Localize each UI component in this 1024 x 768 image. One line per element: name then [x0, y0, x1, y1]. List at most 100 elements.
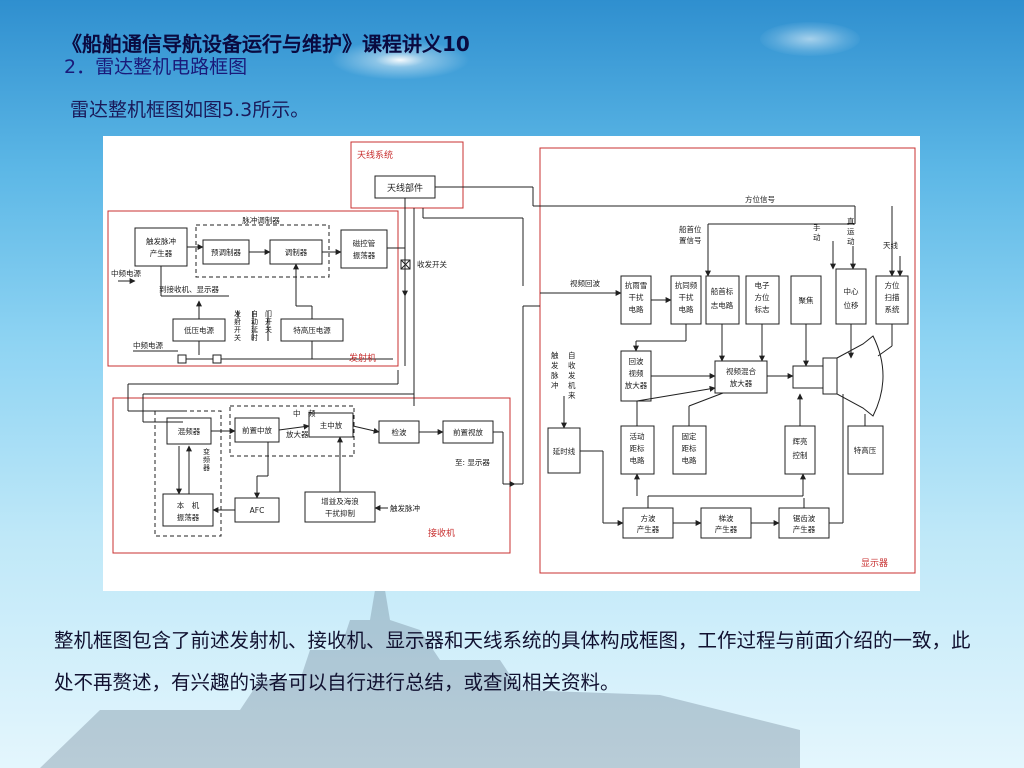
stc-label-2: 干扰抑制 — [325, 508, 355, 518]
magnetron-label-2: 振荡器 — [353, 250, 376, 260]
transmitter-title: 发射机 — [349, 352, 376, 364]
auto-true-label-2: 运 — [847, 227, 855, 236]
trigger-pulse-label-2: 发 — [551, 360, 559, 370]
eht-label: 特高压 — [854, 445, 877, 455]
same-freq-label-2: 干扰 — [679, 292, 694, 302]
to-display-label: 至: 显示器 — [455, 458, 490, 467]
if-amp-label-2: 放大器 — [286, 429, 309, 439]
from-receiver-label-3: 发 — [568, 370, 576, 380]
from-receiver-label-1: 自 — [568, 350, 576, 360]
video-mixer-label-1: 视频混合 — [726, 366, 756, 376]
trigger-gen-label-2: 产生器 — [150, 248, 173, 258]
receiver-group-frame — [154, 410, 222, 537]
from-receiver-label-5: 来 — [568, 391, 576, 400]
section-heading: 2．雷达整机电路框图 — [64, 56, 248, 78]
video-echo-label: 视频回波 — [570, 278, 600, 288]
manual-label-1: 手 — [813, 222, 821, 232]
echo-video-amp-label-1: 回波 — [629, 356, 644, 366]
same-freq-label-3: 电路 — [679, 304, 694, 314]
if-supply-label-1: 中频电源 — [111, 268, 141, 278]
receiver-trigger-label: 触发脉冲 — [390, 503, 420, 513]
trigger-pulse-label-1: 触 — [551, 350, 559, 360]
display-frame — [539, 147, 916, 574]
bearing-scan-label-2: 扫描 — [885, 292, 900, 302]
receiver-frame — [112, 397, 511, 554]
crt-bell — [836, 335, 884, 417]
manual-label-2: 动 — [813, 232, 821, 242]
brightening-label-2: 控制 — [793, 450, 808, 460]
to-receiver-display-label: 到接收机、显示器 — [159, 284, 219, 294]
video-mixer-box — [714, 360, 768, 394]
lens-glow-decoration — [760, 22, 860, 56]
transmitter-frame — [107, 210, 399, 367]
mixer-tag-2: 频 — [203, 455, 210, 464]
mixer-tag-1: 变 — [203, 447, 210, 456]
tr-switch-box — [400, 259, 411, 270]
fixed-range-label-1: 固定 — [682, 431, 697, 441]
trigger-gen-box — [134, 227, 188, 267]
square-wave-label-2: 产生器 — [637, 524, 660, 534]
echo-video-amp-label-2: 视频 — [629, 368, 644, 378]
echo-video-amp-label-3: 放大器 — [625, 380, 648, 390]
var-range-label-3: 电路 — [630, 455, 645, 465]
heading-mark-label-1: 船首标 — [711, 286, 734, 296]
intro-text: 雷达整机框图如图5.3所示。 — [70, 99, 310, 121]
rain-label-3: 电路 — [629, 304, 644, 314]
bearing-scan-label-3: 系统 — [885, 304, 900, 314]
preamp-label: 前置中放 — [242, 425, 272, 435]
body-paragraph: 整机框图包含了前述发射机、接收机、显示器和天线系统的具体构成框图，工作过程与前面… — [54, 629, 971, 694]
video-mixer-label-2: 放大器 — [730, 378, 753, 388]
magnetron-box — [340, 229, 388, 269]
fixed-range-label-3: 电路 — [682, 455, 697, 465]
mixer-label: 混频器 — [178, 426, 201, 436]
heading-signal-label-1: 船首位 — [679, 224, 702, 234]
receiver-title: 接收机 — [428, 527, 455, 539]
antenna-system-title: 天线系统 — [357, 149, 393, 161]
rain-label-1: 抗雨雪 — [625, 280, 648, 290]
center-pos-box — [835, 268, 867, 325]
square-wave-label-1: 方波 — [641, 513, 656, 523]
var-range-label-1: 活动 — [630, 431, 645, 441]
slide-title: 《船舶通信导航设备运行与维护》课程讲义10 — [62, 32, 470, 56]
switch-door-label-1: 门 — [265, 309, 272, 318]
lv-supply-label: 低压电源 — [184, 325, 214, 335]
trigger-gen-label-1: 触发脉冲 — [146, 236, 176, 246]
modulator-group-label: 脉冲调制器 — [242, 215, 280, 225]
video-pre-label: 前置视放 — [453, 427, 483, 437]
hv-supply-label: 特高压电源 — [293, 325, 331, 335]
switch-auto-label-2: 动 — [251, 317, 258, 326]
premod-label: 预调制器 — [211, 247, 241, 257]
bearing-scan-label-1: 方位 — [885, 280, 900, 290]
switch-auto-label-4: 时 — [251, 333, 258, 342]
switch-transmit-label: 发 — [234, 309, 241, 318]
sawtooth-label-2: 产生器 — [793, 524, 816, 534]
center-pos-label-2: 位移 — [844, 300, 859, 310]
stc-label-1: 增益及海浪 — [321, 496, 359, 506]
from-receiver-label-2: 收 — [568, 360, 576, 370]
e-bearing-label-1: 电子 — [755, 280, 770, 290]
heading-signal-label-2: 置信号 — [679, 235, 702, 245]
antenna-part-label: 天线部件 — [387, 182, 423, 194]
e-bearing-label-3: 标志 — [755, 304, 770, 314]
same-freq-label-1: 抗同频 — [675, 280, 698, 290]
trigger-pulse-label-4: 冲 — [551, 380, 559, 390]
magnetron-label-1: 磁控管 — [353, 238, 376, 248]
tr-switch-label: 收发开关 — [417, 259, 447, 269]
local-osc-label-2: 振荡器 — [177, 512, 200, 522]
main-if-label: 主中放 — [320, 420, 343, 430]
auto-true-label-1: 真 — [847, 216, 855, 226]
e-bearing-label-2: 方位 — [755, 292, 770, 302]
antenna-system-frame — [350, 141, 464, 209]
delay-line-label: 延时线 — [553, 446, 576, 456]
switch-door-label-3: 关 — [265, 325, 272, 334]
switch-transmit-label-4: 关 — [234, 333, 241, 342]
if-supply-label-2: 中频电源 — [133, 340, 163, 350]
brightening-label-1: 辉亮 — [793, 436, 808, 446]
trapezoid-label-2: 产生器 — [715, 524, 738, 534]
antenna-label: 天线 — [883, 240, 898, 250]
switch-auto-label-3: 延 — [251, 325, 258, 334]
sawtooth-label-1: 锯齿波 — [793, 513, 816, 523]
brightening-box — [784, 425, 816, 475]
fixed-range-label-2: 距标 — [682, 443, 697, 453]
switch-transmit-label-3: 开 — [234, 326, 241, 334]
